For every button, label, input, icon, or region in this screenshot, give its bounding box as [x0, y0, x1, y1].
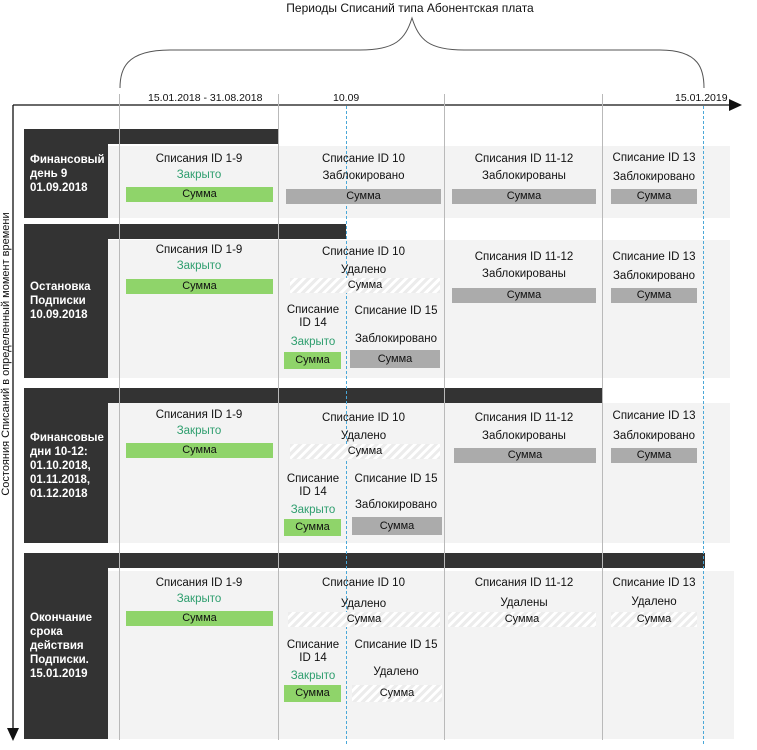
charge-13-label: Списание ID 13 [612, 251, 696, 263]
date-range-label: 15.01.2018 - 31.08.2018 [148, 92, 263, 104]
stage-4-panel [108, 571, 734, 739]
stage-2-label: Остановка Подписки 10.09.2018 [24, 224, 108, 378]
amount-bar: Сумма [452, 288, 596, 303]
status-closed: Закрыто [290, 504, 336, 516]
stage-4-progress-bar [108, 553, 705, 568]
amount-bar: Сумма [352, 517, 442, 535]
stop-date-line [346, 106, 347, 744]
amount-bar: Сумма [611, 189, 697, 204]
status-blocked: Заблокировано [322, 170, 405, 182]
status-deleted: Удалено [340, 430, 387, 442]
stage-1-label: Финансовый день 9 01.09.2018 [24, 129, 108, 218]
charge-10-label: Списание ID 10 [322, 577, 405, 589]
amount-bar: Сумма [611, 448, 697, 463]
charge-10-label: Списание ID 10 [322, 153, 405, 165]
charge-13-label: Списание ID 13 [612, 152, 696, 164]
charges-1-9-label: Списания ID 1-9 [155, 409, 243, 421]
amount-bar: Сумма [454, 448, 596, 463]
amount-bar-deleted: Сумма [448, 612, 596, 627]
status-blocked: Заблокировано [612, 171, 696, 183]
status-closed: Закрыто [176, 169, 222, 181]
amount-bar: Сумма [126, 611, 273, 626]
amount-bar: Сумма [286, 189, 441, 204]
status-blocked: Заблокировано [612, 430, 696, 442]
charge-15-label: Списание ID 15 [354, 473, 438, 485]
stage-3-label: Финансовые дни 10-12: 01.10.2018, 01.11.… [24, 388, 108, 543]
amount-bar: Сумма [284, 519, 341, 536]
period-divider [444, 94, 445, 740]
amount-bar: Сумма [452, 189, 596, 204]
charge-14-label: Списание ID 14 [286, 473, 340, 498]
status-deleted: Удалено [340, 264, 387, 276]
charge-14-label: Списание ID 14 [286, 304, 340, 329]
charges-1-9-label: Списания ID 1-9 [155, 153, 243, 165]
charges-1-9-label: Списания ID 1-9 [155, 577, 243, 589]
charges-11-12-label: Списания ID 11-12 [474, 412, 574, 424]
amount-bar: Сумма [350, 350, 440, 368]
status-closed: Закрыто [290, 336, 336, 348]
period-divider [119, 94, 120, 740]
period-brace [119, 16, 705, 89]
amount-bar-deleted: Сумма [290, 444, 440, 459]
amount-bar-deleted: Сумма [288, 612, 440, 627]
date-end-label: 15.01.2019 [675, 92, 728, 104]
amount-bar: Сумма [611, 288, 697, 303]
amount-bar: Сумма [126, 443, 273, 458]
status-deleted: Удалено [373, 666, 419, 678]
status-blocked: Заблокированы [482, 268, 566, 280]
period-divider [602, 94, 603, 740]
status-deleted: Удалено [631, 596, 677, 608]
status-blocked: Заблокировано [354, 499, 438, 511]
charge-13-label: Списание ID 13 [612, 410, 696, 422]
amount-bar: Сумма [126, 187, 273, 202]
status-blocked: Заблокировано [354, 333, 438, 345]
status-closed: Закрыто [176, 425, 222, 437]
status-blocked: Заблокировано [612, 270, 696, 282]
charge-10-label: Списание ID 10 [322, 246, 405, 258]
charge-10-label: Списание ID 10 [322, 412, 405, 424]
amount-bar: Сумма [284, 352, 341, 369]
vertical-axis-label: Состояния Списаний в определенный момент… [0, 212, 12, 496]
stage-1-panel [108, 146, 730, 218]
amount-bar: Сумма [126, 279, 273, 294]
stage-1-progress-bar [108, 129, 278, 144]
stage-4-label: Окончание срока действия Подписки. 15.01… [24, 553, 108, 739]
status-blocked: Заблокированы [482, 430, 566, 442]
charges-11-12-label: Списания ID 11-12 [474, 251, 574, 263]
charges-11-12-label: Списания ID 11-12 [474, 153, 574, 165]
diagram-title: Периоды Списаний типа Абонентская плата [286, 1, 534, 15]
amount-bar: Сумма [284, 685, 341, 702]
charges-1-9-label: Списания ID 1-9 [155, 244, 243, 256]
status-closed: Закрыто [290, 670, 336, 682]
stage-2-progress-bar [108, 224, 346, 239]
status-closed: Закрыто [176, 593, 222, 605]
amount-bar-deleted: Сумма [290, 278, 440, 293]
end-date-line [703, 106, 704, 744]
status-deleted: Удалено [340, 598, 387, 610]
date-stop-label: 10.09 [333, 92, 360, 104]
stage-3-progress-bar [108, 388, 602, 403]
status-deleted: Удалены [500, 597, 548, 609]
period-divider [278, 94, 279, 740]
charge-15-label: Списание ID 15 [354, 305, 438, 317]
status-closed: Закрыто [176, 260, 222, 272]
status-blocked: Заблокированы [482, 170, 566, 182]
charge-14-label: Списание ID 14 [286, 639, 340, 664]
charges-11-12-label: Списания ID 11-12 [474, 577, 574, 589]
charge-15-label: Списание ID 15 [354, 639, 438, 651]
amount-bar-deleted: Сумма [611, 612, 697, 627]
charge-13-label: Списание ID 13 [612, 577, 696, 589]
amount-bar-deleted: Сумма [352, 685, 442, 702]
